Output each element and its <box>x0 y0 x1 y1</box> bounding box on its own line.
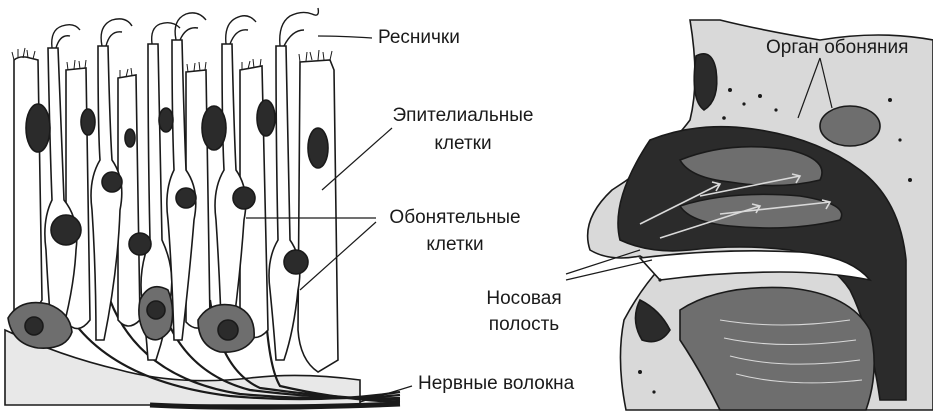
head-sagittal-section <box>588 20 933 410</box>
cilia-tufts <box>52 8 319 48</box>
label-epithelial-line1: Эпителиальные <box>378 104 548 127</box>
olfactory-organ <box>820 106 880 146</box>
label-nasal-line1: Носовая <box>474 287 574 310</box>
label-olfactory-line1: Обонятельные <box>374 206 536 229</box>
label-cilia: Реснички <box>378 26 460 49</box>
label-epithelial-line2: клетки <box>378 132 548 155</box>
label-olfactory-organ: Орган обоняния <box>766 36 908 59</box>
label-nerve-fibers: Нервные волокна <box>418 372 574 395</box>
label-nasal-line2: полость <box>474 313 574 336</box>
olfactory-epithelium-illustration <box>5 8 400 407</box>
leader-cilia <box>318 36 372 38</box>
label-olfactory-line2: клетки <box>374 233 536 256</box>
